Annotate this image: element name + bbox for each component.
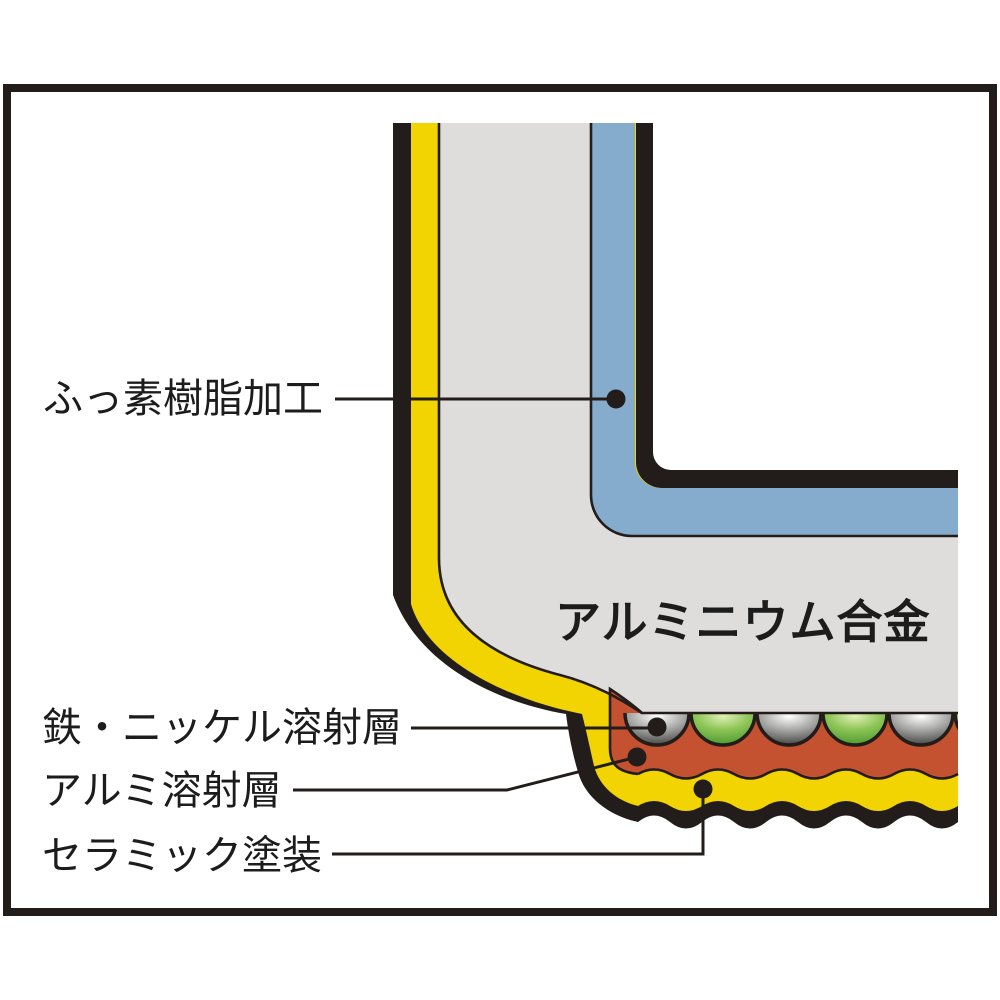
fluororesin-label: ふっ素樹脂加工 [43,377,323,421]
aluminum-spray-callout-dot [627,747,647,767]
iron-nickel-callout-dot [647,717,667,737]
aluminum-alloy-title: アルミニウム合金 [555,596,931,648]
metal-bump [887,712,955,747]
ceramic-callout-line [332,789,705,856]
gray-blue-boundary-line [589,123,958,538]
ceramic-callout-dot [693,779,713,799]
metal-bump [755,712,823,747]
green-bump [821,712,889,747]
green-bump [953,712,958,731]
figure-border-frame [3,84,997,916]
aluminum-spray-callout-line [293,755,638,792]
ceramic-label: セラミック塗装 [42,834,322,878]
red-yellow-wavy-boundary-line [637,768,959,780]
fluororesin-coating-layer [591,123,958,536]
aluminum-spray-label: アルミ溶射層 [42,769,282,813]
fluororesin-callout-dot [606,389,626,409]
green-bump [689,712,757,747]
iron-nickel-label: 鉄・ニッケル溶射層 [42,706,402,750]
red-layer-top-left-outline [608,686,958,776]
aluminum-alloy-body [439,123,958,713]
yellow-gray-boundary-line [437,123,643,715]
